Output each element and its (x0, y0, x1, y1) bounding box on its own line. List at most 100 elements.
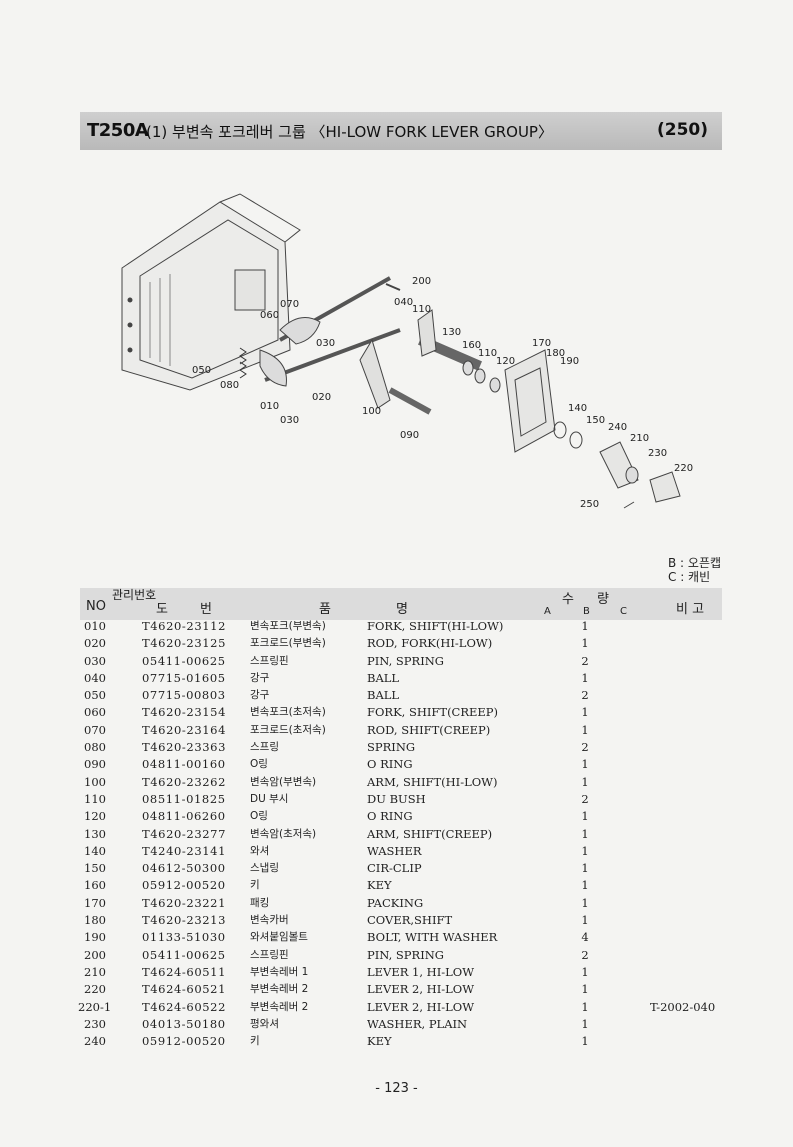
part-name-en: PIN, SPRING (367, 653, 444, 668)
part-name-kr: 부변속레버 2 (250, 1000, 309, 1013)
part-name-en: LEVER 2, HI-LOW (367, 999, 475, 1014)
part-no: 060 (84, 705, 106, 720)
part-name-en: KEY (367, 1034, 392, 1049)
qty-b: 1 (581, 999, 589, 1014)
drawing-number: T4624-60521 (142, 982, 227, 997)
qty-b: 1 (581, 913, 589, 928)
diagram-label: 090 (400, 430, 419, 441)
exploded-parts-diagram: 200 040 110 070 060 030 130 160 110 120 … (121, 193, 693, 510)
diagram-label: 160 (462, 340, 481, 351)
qty-b: 1 (581, 964, 589, 979)
part-no: 050 (84, 688, 106, 703)
drawing-number: T4620-23164 (142, 722, 227, 737)
legend: B : 오픈캡 C : 캐빈 (668, 556, 721, 584)
part-name-kr: 강구 (250, 671, 270, 684)
part-no: 150 (84, 861, 106, 876)
part-name-en: LEVER 2, HI-LOW (367, 982, 475, 997)
drawing-number: 05411-00625 (142, 653, 226, 668)
part-name-en: DU BUSH (367, 791, 426, 806)
part-name-kr: DU 부시 (250, 792, 289, 805)
diagram-label: 010 (260, 401, 279, 412)
part-name-en: O RING (367, 757, 413, 772)
header-drawing-1: 도 (156, 602, 168, 617)
qty-b: 1 (581, 774, 589, 789)
qty-b: 1 (581, 757, 589, 772)
drawing-number: T4620-23363 (142, 740, 227, 755)
part-name-kr: 부변속레버 1 (250, 965, 309, 978)
part-name-en: WASHER, PLAIN (367, 1016, 468, 1031)
part-no: 110 (84, 791, 106, 806)
drawing-number: T4624-60511 (142, 964, 227, 979)
part-name-kr: 변속암(부변속) (250, 775, 317, 788)
qty-b: 2 (581, 791, 589, 806)
part-no: 200 (84, 947, 106, 962)
part-name-kr: 키 (250, 879, 260, 892)
part-name-en: ARM, SHIFT(CREEP) (367, 826, 493, 841)
part-name-kr: 평와셔 (250, 1017, 279, 1030)
part-name-kr: 변속포크(초저속) (250, 706, 326, 719)
model-code: T250A (87, 120, 149, 141)
part-no: 090 (84, 757, 106, 772)
diagram-label: 050 (192, 365, 211, 376)
part-no: 030 (84, 653, 106, 668)
group-code: (250) (656, 120, 708, 140)
qty-b: 1 (581, 705, 589, 720)
drawing-number: T4620-23221 (142, 895, 227, 910)
part-name-en: PIN, SPRING (367, 947, 444, 962)
part-name-kr: 스냅링 (250, 862, 279, 875)
diagram-label: 250 (580, 499, 599, 510)
diagram-label: 240 (608, 422, 627, 433)
drawing-number: T4620-23154 (142, 705, 227, 720)
table-row: 110 08511-01825 DU 부시 DU BUSH 2 (0, 791, 793, 808)
drawing-number: 07715-00803 (142, 688, 226, 703)
drawing-number: T4620-23213 (142, 913, 227, 928)
part-name-kr: 포크로드(부변속) (250, 637, 326, 650)
part-no: 160 (84, 878, 106, 893)
part-no: 180 (84, 913, 106, 928)
header-no: NO (86, 599, 106, 614)
drawing-number: 08511-01825 (142, 791, 226, 806)
part-name-kr: 스프링핀 (250, 948, 289, 961)
part-no: 080 (84, 740, 106, 755)
diagram-label: 230 (648, 448, 667, 459)
qty-b: 1 (581, 1034, 589, 1049)
part-name-en: ROD, FORK(HI-LOW) (367, 636, 493, 651)
header-name-1: 품 (319, 602, 331, 617)
part-name-en: COVER,SHIFT (367, 913, 453, 928)
qty-b: 1 (581, 826, 589, 841)
qty-b: 1 (581, 722, 589, 737)
qty-b: 2 (581, 688, 589, 703)
part-no: 070 (84, 722, 106, 737)
part-name-kr: 포크로드(초저속) (250, 723, 326, 736)
drawing-number: 01133-51030 (142, 930, 226, 945)
drawing-number: T4620-23277 (142, 826, 227, 841)
part-name-en: PACKING (367, 895, 424, 910)
qty-b: 1 (581, 1016, 589, 1031)
diagram-label: 030 (280, 415, 299, 426)
diagram-label: 080 (220, 380, 239, 391)
header-mgmt-no: 관리번호 (112, 588, 157, 602)
part-name-en: FORK, SHIFT(HI-LOW) (367, 619, 504, 633)
page-number: - 123 - (375, 1081, 418, 1096)
drawing-number: T4620-23112 (142, 619, 227, 633)
diagram-label: 220 (674, 463, 693, 474)
qty-b: 1 (581, 670, 589, 685)
qty-b: 1 (581, 878, 589, 893)
qty-b: 1 (581, 982, 589, 997)
drawing-number: 05411-00625 (142, 947, 226, 962)
drawing-number: 05912-00520 (142, 878, 226, 893)
diagram-label: 150 (586, 415, 605, 426)
header-qty-a: A (544, 606, 551, 617)
qty-b: 1 (581, 636, 589, 651)
